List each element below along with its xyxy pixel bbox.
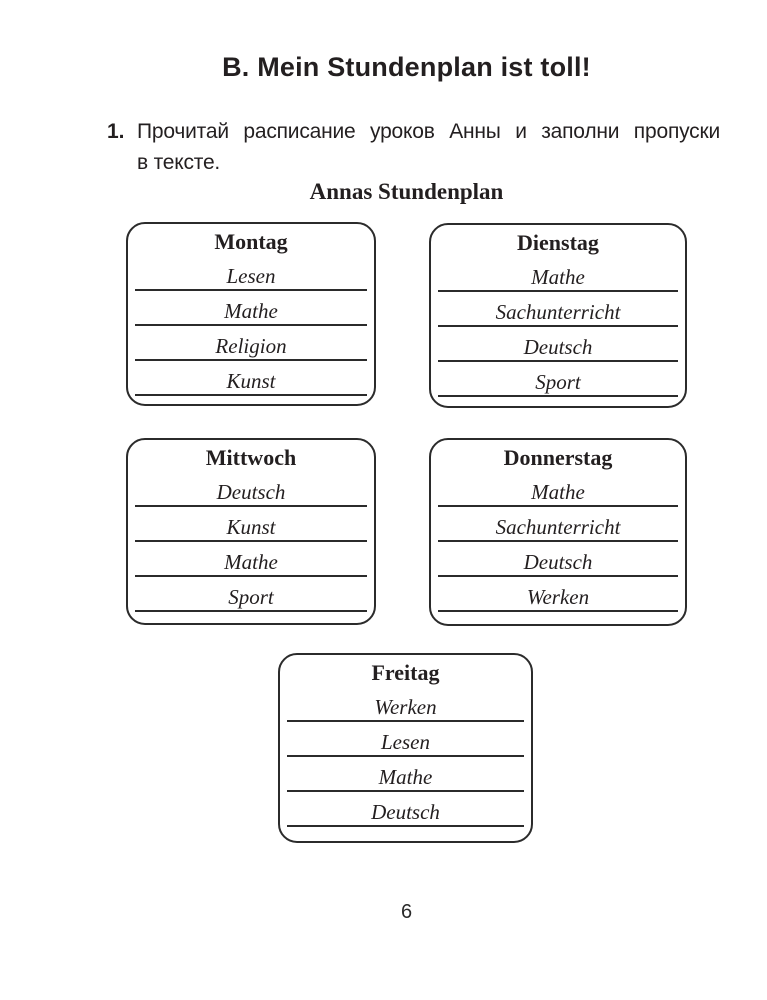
subject-label: Sport [535, 370, 581, 394]
subject-label: Kunst [226, 515, 276, 539]
subject-label: Sachunterricht [495, 300, 621, 324]
instruction-line-2: в тексте. [137, 151, 221, 174]
subject-row: Mathe [135, 291, 367, 326]
subject-label: Deutsch [371, 800, 440, 824]
day-name: Mittwoch [205, 445, 297, 470]
subject-row: Kunst [135, 361, 367, 396]
subject-row: Mathe [438, 472, 678, 507]
subject-row: Sachunterricht [438, 507, 678, 542]
day-name: Donnerstag [503, 445, 613, 470]
subject-row: Mathe [287, 757, 524, 792]
subject-row: Mathe [135, 542, 367, 577]
subject-label: Sport [228, 585, 274, 609]
subject-row: Werken [438, 577, 678, 612]
subject-label: Lesen [381, 730, 430, 754]
instruction-text: Прочитай расписание уроков Анны и заполн… [137, 116, 720, 178]
subject-row: Deutsch [438, 327, 678, 362]
day-name: Dienstag [517, 230, 599, 255]
day-card-dienstag: Dienstag Mathe Sachunterricht Deutsch Sp… [429, 223, 687, 408]
schedule-title: Annas Stundenplan [309, 179, 504, 204]
day-name: Freitag [371, 660, 440, 685]
subject-label: Deutsch [523, 550, 593, 574]
subject-row: Lesen [287, 722, 524, 757]
subject-label: Lesen [226, 264, 276, 288]
subject-row: Religion [135, 326, 367, 361]
subject-label: Mathe [224, 299, 278, 323]
instruction-line-1: Прочитай расписание уроков Анны и заполн… [137, 120, 720, 143]
subject-row: Kunst [135, 507, 367, 542]
day-name: Montag [214, 229, 288, 254]
subject-label: Deutsch [216, 480, 286, 504]
subject-label: Kunst [226, 369, 276, 393]
subject-label: Religion [215, 334, 287, 358]
section-title: B. Mein Stundenplan ist toll! [222, 52, 591, 82]
day-card-montag: Montag Lesen Mathe Religion Kunst [126, 222, 376, 406]
subject-label: Mathe [378, 765, 433, 789]
subject-row: Deutsch [287, 792, 524, 827]
subject-label: Sachunterricht [495, 515, 621, 539]
subject-row: Lesen [135, 256, 367, 291]
subject-row: Mathe [438, 257, 678, 292]
subject-row: Sachunterricht [438, 292, 678, 327]
day-card-freitag: Freitag Werken Lesen Mathe Deutsch [278, 653, 533, 843]
exercise-number: 1. [107, 120, 125, 143]
subject-row: Sport [438, 362, 678, 397]
subject-label: Mathe [531, 265, 585, 289]
exercise-instruction: 1. Прочитай расписание уроков Анны и зап… [107, 116, 720, 178]
subject-row: Werken [287, 687, 524, 722]
subject-label: Mathe [224, 550, 278, 574]
subject-row: Deutsch [135, 472, 367, 507]
subject-row: Deutsch [438, 542, 678, 577]
subject-row: Sport [135, 577, 367, 612]
subject-label: Mathe [531, 480, 585, 504]
page-number: 6 [400, 901, 413, 923]
subject-label: Deutsch [523, 335, 593, 359]
subject-label: Werken [374, 695, 437, 719]
subject-label: Werken [526, 585, 590, 609]
day-card-donnerstag: Donnerstag Mathe Sachunterricht Deutsch … [429, 438, 687, 626]
day-card-mittwoch: Mittwoch Deutsch Kunst Mathe Sport [126, 438, 376, 625]
